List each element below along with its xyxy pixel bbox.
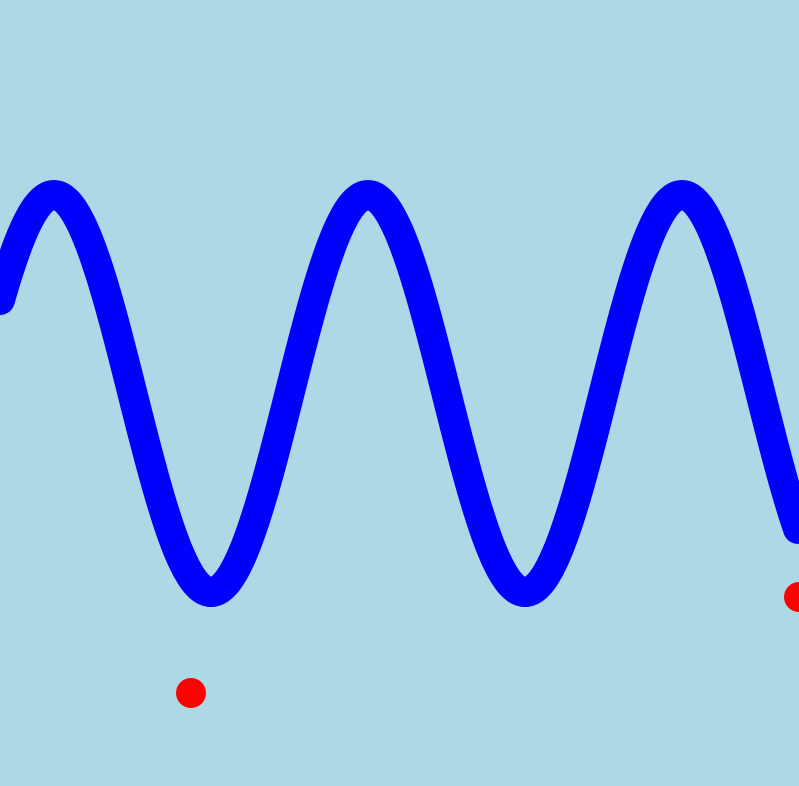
red-dot[interactable] [784, 582, 799, 612]
red-dot[interactable] [176, 678, 206, 708]
sine-wave [0, 180, 799, 607]
